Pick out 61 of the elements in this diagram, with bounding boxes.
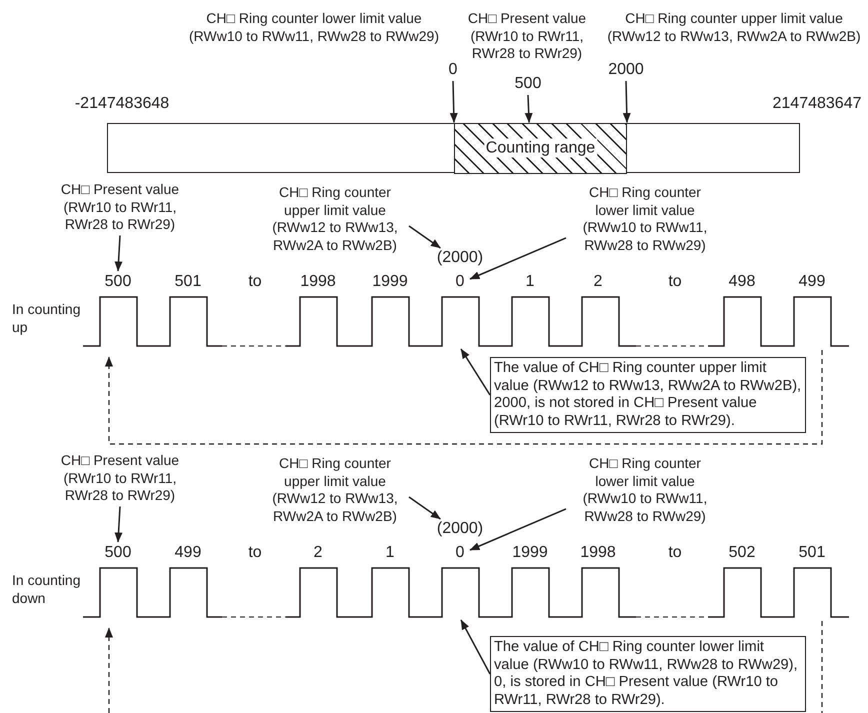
range-word: to [667,543,683,563]
value-label: 501 [174,272,202,292]
arrow [524,94,533,123]
range-word: to [247,543,263,563]
arrow [470,508,566,551]
value-label: 1999 [371,272,409,292]
range-word: to [667,272,683,292]
value-label: 2 [592,272,604,292]
value-label: 0 [450,272,470,292]
value-label: 2 [312,543,324,563]
value-label: 498 [728,272,756,292]
pulse-train-drawing [82,296,850,347]
dashed-return-arrow [104,350,823,445]
counting-range-area [454,122,627,174]
value-label: 502 [728,543,756,563]
value-label: 2147483647 [772,94,862,114]
value-label: 2000 [607,60,645,80]
value-label: 500 [514,74,542,94]
pulse-train-drawing [82,567,850,618]
value-label: 1998 [579,543,617,563]
range-word: to [247,272,263,292]
arrow [622,80,631,123]
arrow [408,225,441,249]
value-label: 0 [450,543,470,563]
callout-text: CH□ Ring counter upper limit value (RWw12 to RWw13, RWw2A to RWw2B) [265,184,405,254]
value-label: 1 [524,272,536,292]
row-label: In counting down [12,572,82,607]
value-label: 499 [798,272,826,292]
range-label: Counting range [484,138,598,158]
arrow [408,496,441,520]
arrow [450,80,458,123]
callout-text: CH□ Ring counter upper limit value (RWw12 to RWw13, RWw2A to RWw2B) [606,10,862,45]
value-label: 500 [98,543,138,563]
value-label: -2147483648 [74,94,170,114]
callout-text: CH□ Present value (RWr10 to RWr11, RWr28 to RWr29) [55,181,185,234]
value-label: 500 [98,272,138,292]
value-label: 0 [448,60,458,80]
value-label: 499 [174,543,202,563]
value-label: (2000) [432,248,488,268]
arrow [460,620,491,674]
value-label: 501 [798,543,826,563]
value-label: 1998 [299,272,337,292]
note-box: The value of CH□ Ring counter upper limit value (RWw12 to RWw13, RWw2A to RWw2B), 2000, is not stored in CH□ Present value (RWr10 to RWr11, RWr28 to RWr29). [490,357,806,433]
callout-text: CH□ Ring counter lower limit value (RWw10 to RWw11, RWw28 to RWw29) [188,10,440,45]
arrow [470,237,566,280]
callout-text: CH□ Ring counter lower limit value (RWw10 to RWw11, RWw28 to RWw29) [575,184,715,254]
callout-text: CH□ Present value (RWr10 to RWr11, RWr28 to RWr29) [55,452,185,504]
callout-text: CH□ Ring counter upper limit value (RWw12 to RWw13, RWw2A to RWw2B) [265,455,405,525]
dashed-line [821,621,823,713]
range-bar [107,123,800,173]
arrow [114,506,123,542]
row-label: In counting up [12,301,82,336]
value-label: (2000) [432,519,488,539]
arrow [114,235,123,272]
dashed-return-arrow [104,628,113,713]
arrow [460,348,491,396]
value-label: 1999 [511,543,549,563]
callout-text: CH□ Present value (RWr10 to RWr11, RWr28 to RWr29) [466,10,588,62]
value-label: 1 [384,543,396,563]
callout-text: CH□ Ring counter lower limit value (RWw10 to RWw11, RWw28 to RWw29) [575,455,715,525]
note-box: The value of CH□ Ring counter lower limit value (RWw10 to RWw11, RWw28 to RWw29), 0, is stored in CH□ Present value (RWr10 to RWr11, RWr28 to RWr29). [490,636,806,712]
